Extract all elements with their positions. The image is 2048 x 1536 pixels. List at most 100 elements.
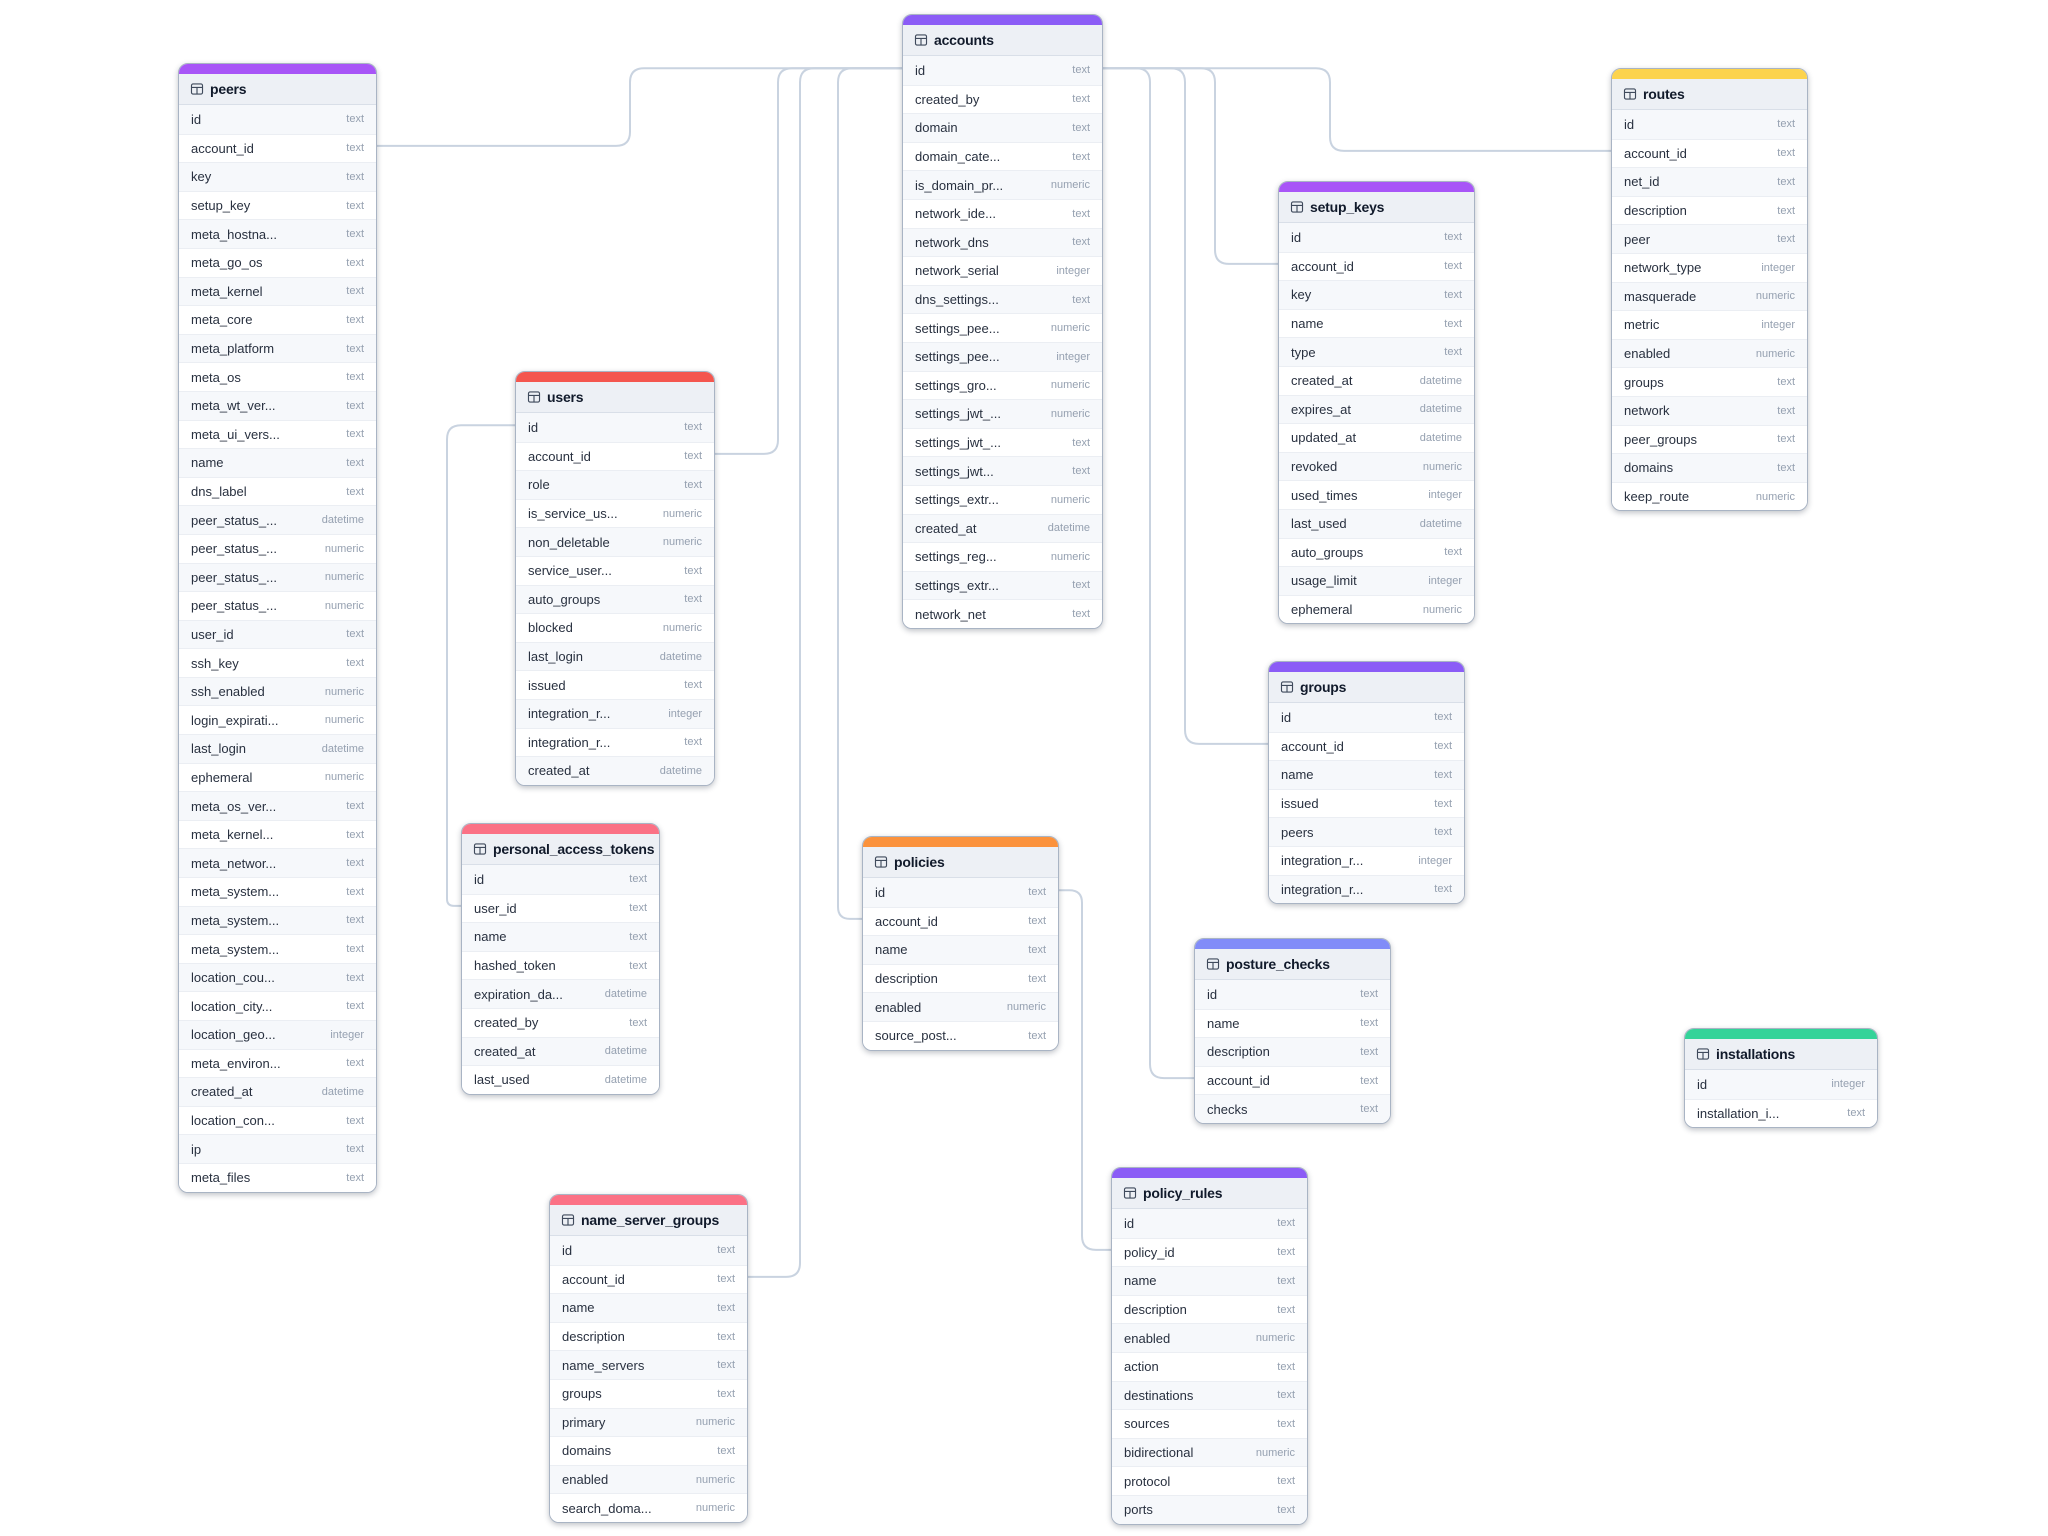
field-row[interactable]: settings_gro...numeric <box>903 370 1102 400</box>
field-row[interactable]: meta_networ...text <box>179 848 376 878</box>
relationship-line[interactable] <box>1056 889 1112 1251</box>
table-header[interactable]: peers <box>179 74 376 105</box>
relationship-line[interactable] <box>1100 67 1195 1080</box>
field-row[interactable]: search_doma...numeric <box>550 1493 747 1522</box>
table-header[interactable]: posture_checks <box>1195 949 1390 980</box>
relationship-line[interactable] <box>1100 67 1279 265</box>
table-header[interactable]: policy_rules <box>1112 1178 1307 1209</box>
field-row[interactable]: peer_status_...datetime <box>179 505 376 534</box>
table-header[interactable]: routes <box>1612 79 1807 110</box>
field-row[interactable]: location_city...text <box>179 991 376 1020</box>
field-row[interactable]: is_domain_pr...numeric <box>903 170 1102 199</box>
table-header[interactable]: users <box>516 382 714 413</box>
field-row[interactable]: settings_pee...integer <box>903 341 1102 371</box>
relationship-line[interactable] <box>837 67 903 920</box>
field-row[interactable]: location_cou...text <box>179 962 376 992</box>
field-row[interactable]: settings_pee...numeric <box>903 313 1102 342</box>
field-row[interactable]: settings_jwt...text <box>903 456 1102 485</box>
field-row[interactable]: login_expirati...numeric <box>179 705 376 735</box>
field-row[interactable]: settings_jwt_...text <box>903 427 1102 457</box>
table-header[interactable]: installations <box>1685 1039 1877 1070</box>
table-header[interactable]: groups <box>1269 672 1464 703</box>
field-row[interactable]: peer_status_...numeric <box>179 591 376 620</box>
field-row[interactable]: meta_ui_vers...text <box>179 419 376 449</box>
field-row[interactable]: meta_system...text <box>179 905 376 935</box>
field-row[interactable]: location_con...text <box>179 1105 376 1135</box>
relationship-line[interactable] <box>745 67 903 1278</box>
relationship-line[interactable] <box>446 424 516 907</box>
field-row[interactable]: settings_jwt_...numeric <box>903 399 1102 428</box>
field-row[interactable]: meta_system...text <box>179 877 376 906</box>
field-row[interactable]: settings_extr...text <box>903 570 1102 600</box>
table-header[interactable]: accounts <box>903 25 1102 56</box>
field-row[interactable]: integration_r...text <box>516 727 714 757</box>
relationship-line[interactable] <box>1100 67 1612 152</box>
